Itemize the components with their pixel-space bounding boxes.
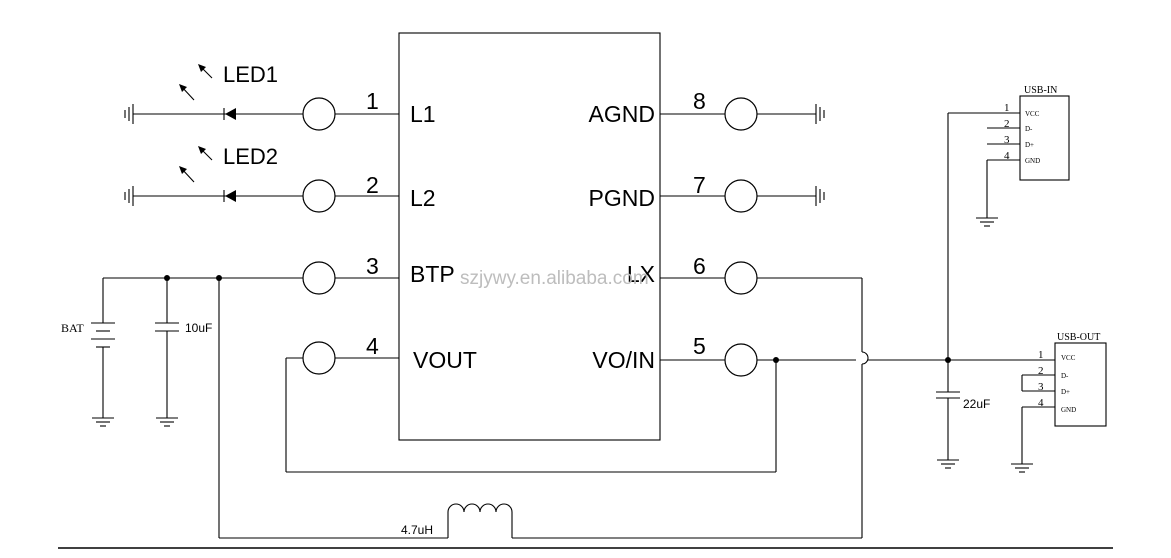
pin-number-6: 6 xyxy=(693,253,706,279)
usb-out-pin-3: 3 xyxy=(1038,381,1044,393)
led1-label: LED1 xyxy=(223,62,278,87)
usb-in-pin-3: 3 xyxy=(1004,134,1010,146)
usb-in-pin-1: 1 xyxy=(1004,102,1010,114)
pin-pad-4 xyxy=(302,341,336,375)
btp-net xyxy=(91,275,869,539)
led2-branch xyxy=(124,146,303,206)
usb-in-pin-4: 4 xyxy=(1004,150,1010,162)
pin-label-l2: L2 xyxy=(410,185,436,211)
led1-diode-icon xyxy=(225,108,236,120)
usb-in-signal-2: D- xyxy=(1025,125,1033,133)
pin-label-btp: BTP xyxy=(410,261,455,287)
cap-22uf-label: 22uF xyxy=(963,397,990,411)
pin-pad-1 xyxy=(302,97,336,131)
pgnd-ground-icon xyxy=(757,186,825,206)
pin-number-3: 3 xyxy=(366,253,379,279)
usb-in-signal-3: D+ xyxy=(1025,141,1034,149)
pin-label-vout: VOUT xyxy=(413,347,477,373)
inductor-label: 4.7uH xyxy=(401,523,433,537)
pin-number-8: 8 xyxy=(693,88,706,114)
usb-out-signal-3: D+ xyxy=(1061,388,1070,396)
usb-in-signal-1: VCC xyxy=(1025,110,1040,118)
pin-wires xyxy=(335,113,725,361)
pin-number-4: 4 xyxy=(366,333,379,359)
usb-in-signal-4: GND xyxy=(1025,157,1040,165)
pin-pad-2 xyxy=(302,179,336,213)
pin-label-lx: LX xyxy=(627,261,655,287)
led2-diode-icon xyxy=(225,190,236,202)
pin-label-agnd: AGND xyxy=(589,101,655,127)
pin-pad-8 xyxy=(724,97,758,131)
led2-label: LED2 xyxy=(223,144,278,169)
pin-label-pgnd: PGND xyxy=(589,185,655,211)
usb-out-title: USB-OUT xyxy=(1057,332,1100,343)
pin-pad-6 xyxy=(724,261,758,295)
pin-pad-3 xyxy=(302,261,336,295)
usb-in-title: USB-IN xyxy=(1024,85,1057,96)
pin-label-vo-in: VO/IN xyxy=(592,347,655,373)
vout-loop xyxy=(285,357,777,473)
usb-in-pin-2: 2 xyxy=(1004,118,1010,130)
usb-out-pin-4: 4 xyxy=(1038,397,1044,409)
vo-in-net xyxy=(757,112,1055,469)
battery-label: BAT xyxy=(61,321,84,335)
agnd-ground-icon xyxy=(757,104,825,124)
ic-body xyxy=(398,32,661,441)
pin-label-l1: L1 xyxy=(410,101,436,127)
usb-out-pin-1: 1 xyxy=(1038,349,1044,361)
usb-out-signal-1: VCC xyxy=(1061,354,1076,362)
watermark: szjywy.en.alibaba.com xyxy=(460,268,649,289)
cap-10uf-label: 10uF xyxy=(185,321,212,335)
pin-number-2: 2 xyxy=(366,172,379,198)
pin-number-5: 5 xyxy=(693,333,706,359)
led1-branch xyxy=(124,64,303,124)
pin-pad-7 xyxy=(724,179,758,213)
usb-out-signal-4: GND xyxy=(1061,406,1076,414)
pin-number-1: 1 xyxy=(366,88,379,114)
usb-in-connector xyxy=(976,95,1070,227)
usb-out-connector xyxy=(1011,342,1107,473)
pin-pad-5 xyxy=(724,343,758,377)
pin-pads xyxy=(302,97,758,377)
pin-number-7: 7 xyxy=(693,172,706,198)
usb-out-pin-2: 2 xyxy=(1038,365,1044,377)
usb-out-signal-2: D- xyxy=(1061,372,1069,380)
